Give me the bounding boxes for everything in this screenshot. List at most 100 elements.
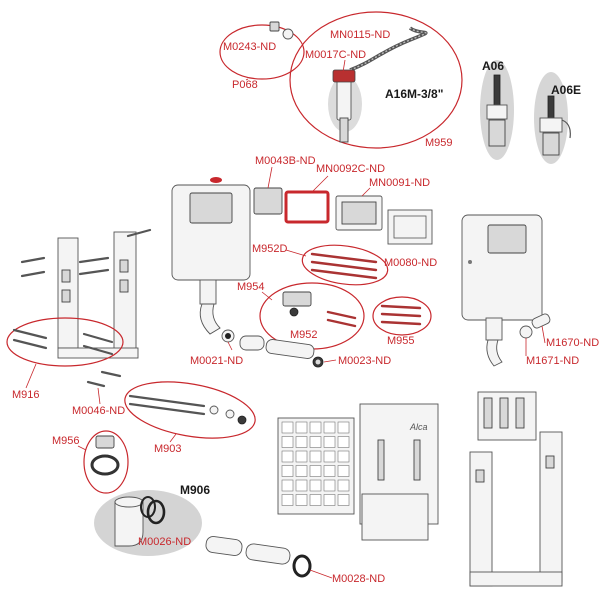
group-m955: M955: [372, 296, 432, 347]
insulation-grid-cell: [281, 494, 294, 506]
pipe-m1670: [531, 313, 551, 329]
insulation-grid-cell: [295, 421, 308, 434]
insulation-grid-cell: [295, 450, 308, 463]
insulation-grid-cell: [281, 479, 294, 492]
group-outline-m959: [289, 11, 463, 149]
group-outline-m903: [124, 381, 256, 439]
foot-m0046-1: [86, 380, 106, 388]
frame-left-slot-1: [119, 259, 129, 273]
cistern-right-hole: [468, 260, 472, 264]
frame-right-slot-1: [545, 455, 555, 469]
elbow-m906: [114, 501, 144, 547]
frame-left-slot-4: [61, 289, 71, 303]
rod-m952d-2: [310, 260, 378, 272]
label-m903: M903: [154, 443, 182, 455]
frame-left: [20, 228, 152, 359]
clamp-head-m956: [95, 435, 115, 449]
leader-m0046: [97, 387, 101, 405]
insulation-grid-cell: [309, 479, 322, 492]
leader-m1670: [541, 325, 546, 344]
insulation-grid-cell: [281, 450, 294, 463]
frame-left-base: [57, 347, 139, 359]
leader-m0021: [227, 341, 233, 351]
a06e-rod: [547, 95, 555, 121]
leader-p068: [245, 78, 249, 81]
group-m959: MN0115-ND M0017C-ND A16M-3/8" M959: [289, 11, 463, 149]
group-outline-m0243: [219, 24, 305, 80]
cistern-right: M1670-ND M1671-ND: [461, 214, 599, 367]
group-m0046: M0046-ND: [72, 370, 125, 417]
group-m916: M916: [6, 317, 124, 401]
label-m956: M956: [52, 435, 80, 447]
label-m0028: M0028-ND: [332, 573, 385, 585]
label-m0021: M0021-ND: [190, 355, 243, 367]
insulation-grid-cell: [295, 436, 308, 448]
label-m0017c: M0017C-ND: [305, 49, 366, 61]
brand-logo-text: Alca: [409, 422, 428, 432]
seal-m0026-2: [140, 496, 156, 518]
a06-body-lower: [488, 119, 506, 147]
insulation-panel-lower: [361, 493, 429, 541]
washer-part: [282, 28, 294, 40]
insulation-grid-cell: [309, 494, 322, 506]
label-m959: M959: [425, 137, 453, 149]
bottom-pipe-2: [245, 543, 291, 565]
leader-m903: [169, 433, 177, 443]
panel-slot-2: [413, 439, 421, 481]
label-m1671: M1671-ND: [526, 355, 579, 367]
leader-m0043b: [267, 166, 273, 189]
a06-rod: [493, 74, 501, 108]
rod-m952d-3: [310, 268, 378, 280]
leader-mn0092c: [311, 175, 329, 193]
insulation-grid-cell: [309, 436, 322, 448]
fill-valve-body: [336, 77, 352, 121]
bracket-m916-3: [82, 332, 114, 344]
rod-m952d-1: [310, 252, 378, 264]
leader-m0023: [323, 359, 337, 363]
leader-m0017c: [342, 59, 346, 73]
seal-m1671: [519, 325, 533, 339]
frame-left-slot-3: [61, 269, 71, 283]
label-m0243: M0243-ND: [223, 41, 276, 53]
insulation-grid-cell: [309, 421, 322, 434]
label-m0046: M0046-ND: [72, 405, 125, 417]
leader-m954: [261, 291, 273, 301]
anchor-bolt-3: [78, 256, 110, 264]
frame-mn0091-inner: [341, 201, 377, 225]
cover-m0080: [387, 209, 433, 245]
rod-m952-2: [326, 318, 357, 328]
panel-slot-1: [377, 439, 385, 481]
label-m0080: M0080-ND: [384, 257, 437, 269]
label-a06e: A06E: [551, 83, 581, 97]
seal-m0021-hole: [225, 333, 231, 339]
group-m954: M954 M952: [237, 281, 365, 350]
a06e-cable: [561, 119, 571, 139]
group-m956: M956: [52, 430, 129, 494]
insulation-panels: Alca: [277, 403, 439, 541]
leader-mn0091: [361, 187, 371, 197]
rod-m955-2: [380, 312, 422, 318]
frame-right-post-2: [539, 431, 563, 583]
cover-m0080-inner: [393, 215, 427, 239]
frame-left-slot-2: [119, 279, 129, 293]
label-m906: M906: [180, 483, 210, 497]
bracket-m916-1: [12, 328, 48, 340]
insulation-grid-cell: [323, 494, 336, 506]
group-m952d: M952D: [252, 243, 389, 286]
plate-m0043b: [253, 187, 283, 215]
cistern-right-elbow: [486, 339, 503, 367]
insulation-grid-cell: [323, 450, 336, 463]
cistern-left-cap: [210, 177, 222, 183]
insulation-grid-cell: [323, 479, 336, 492]
rod-m903-2: [128, 402, 206, 416]
label-a16m: A16M-3/8": [385, 87, 443, 101]
label-mn0091: MN0091-ND: [369, 177, 430, 189]
group-outline-m916: [6, 317, 124, 367]
label-m952d: M952D: [252, 243, 288, 255]
cistern-left-opening: [189, 192, 233, 224]
frame-right-base: [469, 571, 563, 587]
flush-mechanism-m954: [282, 291, 312, 307]
frame-right-rib-3: [515, 397, 525, 429]
insulation-grid-cell: [281, 436, 294, 448]
